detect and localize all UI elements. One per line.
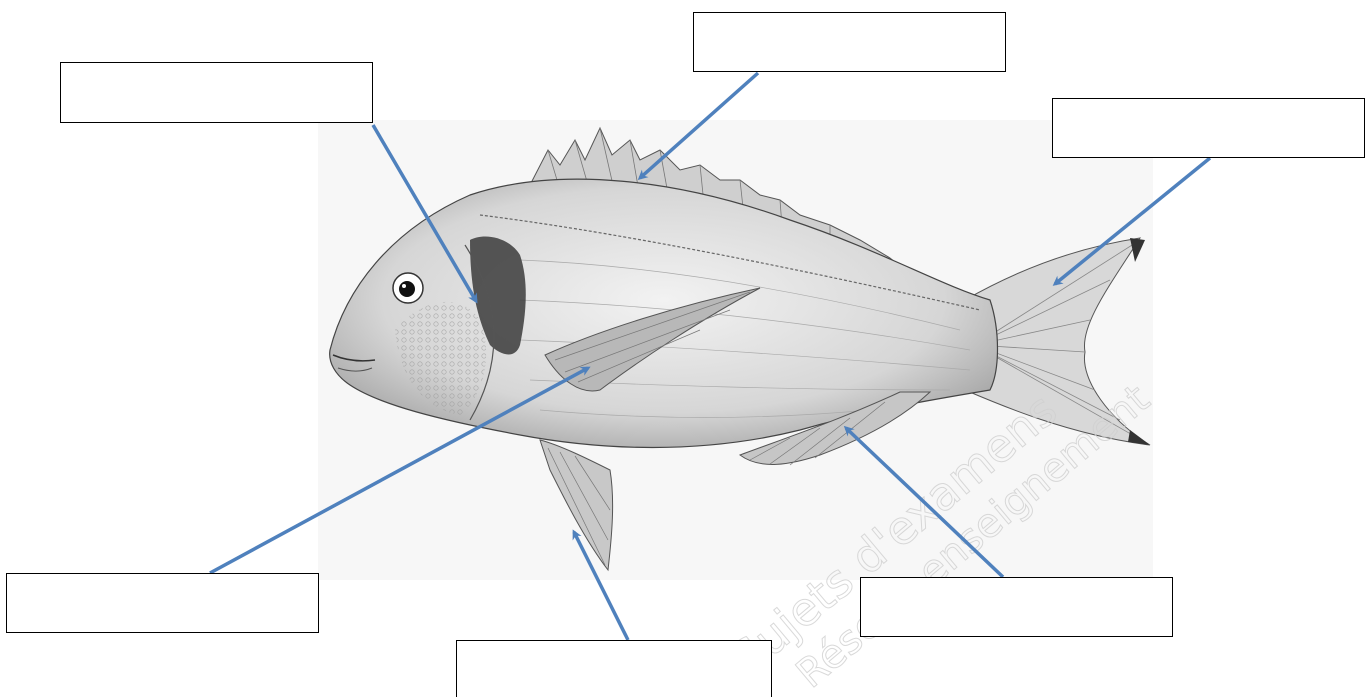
label-box-dorsal-fin[interactable]	[693, 12, 1006, 72]
label-box-caudal-fin[interactable]	[1052, 98, 1365, 158]
label-box-operculum[interactable]	[60, 62, 373, 123]
label-box-pectoral-fin[interactable]	[6, 573, 319, 633]
label-box-anal-fin[interactable]	[860, 577, 1173, 637]
label-box-pelvic-fin[interactable]	[456, 640, 772, 697]
